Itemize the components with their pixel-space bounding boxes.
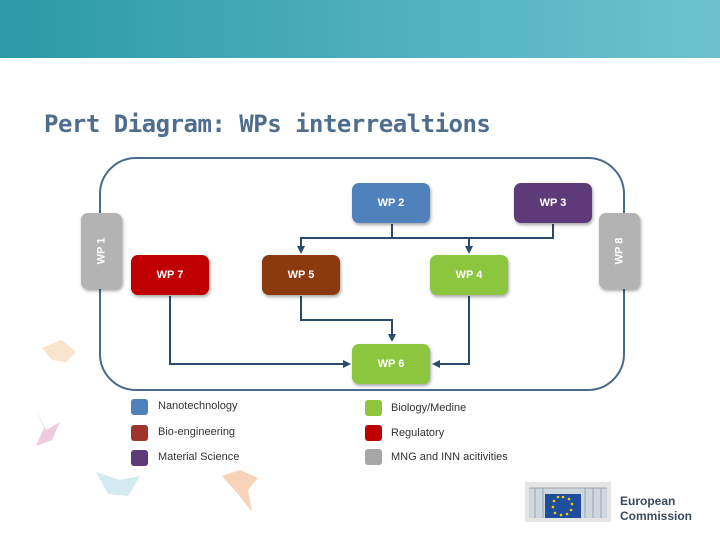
wp6-box: WP 6: [352, 344, 430, 384]
wp6-label: WP 6: [377, 358, 405, 370]
legend-swatch-bio-engineering: [131, 425, 148, 441]
legend-swatch-nanotechnology: [131, 399, 148, 415]
connector-wp7-wp6: [169, 296, 351, 368]
european-commission-logo: [525, 482, 611, 522]
wp7-label: WP 7: [156, 269, 184, 281]
legend-label-biology: Biology/Medine: [391, 402, 467, 414]
legend-swatch-material-science: [131, 450, 148, 466]
legend-label-nanotechnology: Nanotechnology: [158, 400, 238, 412]
legend-label-mng-inn: MNG and INN acitivities: [391, 451, 508, 463]
wp1-label: WP 1: [95, 237, 108, 265]
wp5-label: WP 5: [287, 269, 315, 281]
legend-swatch-regulatory: [365, 425, 382, 441]
legend-label-bio-engineering: Bio-engineering: [158, 426, 236, 438]
wp5-box: WP 5: [262, 255, 340, 295]
wp8-label: WP 8: [613, 237, 626, 265]
wp4-label: WP 4: [455, 269, 483, 281]
legend-label-material-science: Material Science: [158, 451, 240, 463]
connector-wp4-wp6: [432, 296, 470, 368]
wp1-box: WP 1: [81, 213, 122, 289]
european-commission-wordmark: European Commission: [620, 494, 692, 524]
page-title: Pert Diagram: WPs interrealtions: [44, 110, 491, 138]
connector-wp5-wp6: [300, 296, 396, 342]
wp2-label: WP 2: [377, 197, 405, 209]
wp7-box: WP 7: [131, 255, 209, 295]
wp8-box: WP 8: [599, 213, 640, 289]
connector-wp2-wp5: [297, 224, 393, 254]
connector-wp3-wp4: [465, 224, 554, 254]
legend-swatch-mng-inn: [365, 449, 382, 465]
wp2-box: WP 2: [352, 183, 430, 223]
wp4-box: WP 4: [430, 255, 508, 295]
logo-line-1: European: [620, 494, 676, 508]
wp3-label: WP 3: [539, 197, 567, 209]
legend-swatch-biology: [365, 400, 382, 416]
logo-line-2: Commission: [620, 509, 693, 523]
header-banner: [0, 0, 720, 58]
legend-label-regulatory: Regulatory: [391, 427, 445, 439]
wp3-box: WP 3: [514, 183, 592, 223]
